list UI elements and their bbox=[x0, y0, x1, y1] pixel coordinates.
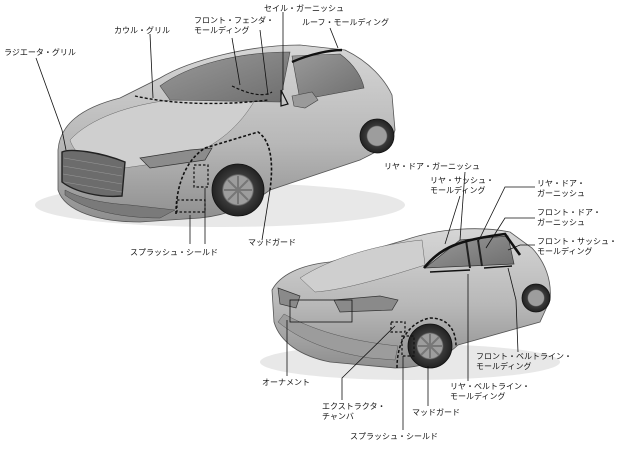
label-mudguard-front: マッドガード bbox=[248, 238, 296, 248]
label-rear-beltline-molding: リヤ・ベルトライン・ モールディング bbox=[450, 382, 530, 402]
label-splash-shield-front: スプラッシュ・シールド bbox=[130, 248, 218, 258]
label-cowl-grille: カウル・グリル bbox=[114, 26, 170, 36]
label-front-fender-molding: フロント・フェンダ・ モールディング bbox=[194, 16, 274, 36]
label-front-sash-molding: フロント・サッシュ・ モールディング bbox=[537, 237, 617, 257]
label-extractor-chamber: エクストラクタ・ チャンバ bbox=[322, 402, 385, 422]
front-car-illustration bbox=[35, 45, 405, 227]
label-ornament: オーナメント bbox=[262, 378, 310, 388]
label-rear-sash-molding: リヤ・サッシュ・ モールディング bbox=[430, 176, 494, 196]
label-rear-door-garnish-upper: リヤ・ドア・ ガーニッシュ bbox=[537, 179, 585, 199]
label-roof-molding: ルーフ・モールディング bbox=[302, 18, 389, 28]
label-splash-shield-rear: スプラッシュ・シールド bbox=[350, 432, 438, 442]
label-front-door-garnish: フロント・ドア・ ガーニッシュ bbox=[537, 208, 601, 228]
label-radiator-grille: ラジエータ・グリル bbox=[4, 48, 76, 58]
label-rear-door-garnish: リヤ・ドア・ガーニッシュ bbox=[384, 162, 480, 172]
label-sail-garnish: セイル・ガーニッシュ bbox=[264, 4, 344, 14]
label-mudguard-rear: マッドガード bbox=[412, 408, 460, 418]
label-front-beltline-molding: フロント・ベルトライン・ モールディング bbox=[476, 352, 572, 372]
